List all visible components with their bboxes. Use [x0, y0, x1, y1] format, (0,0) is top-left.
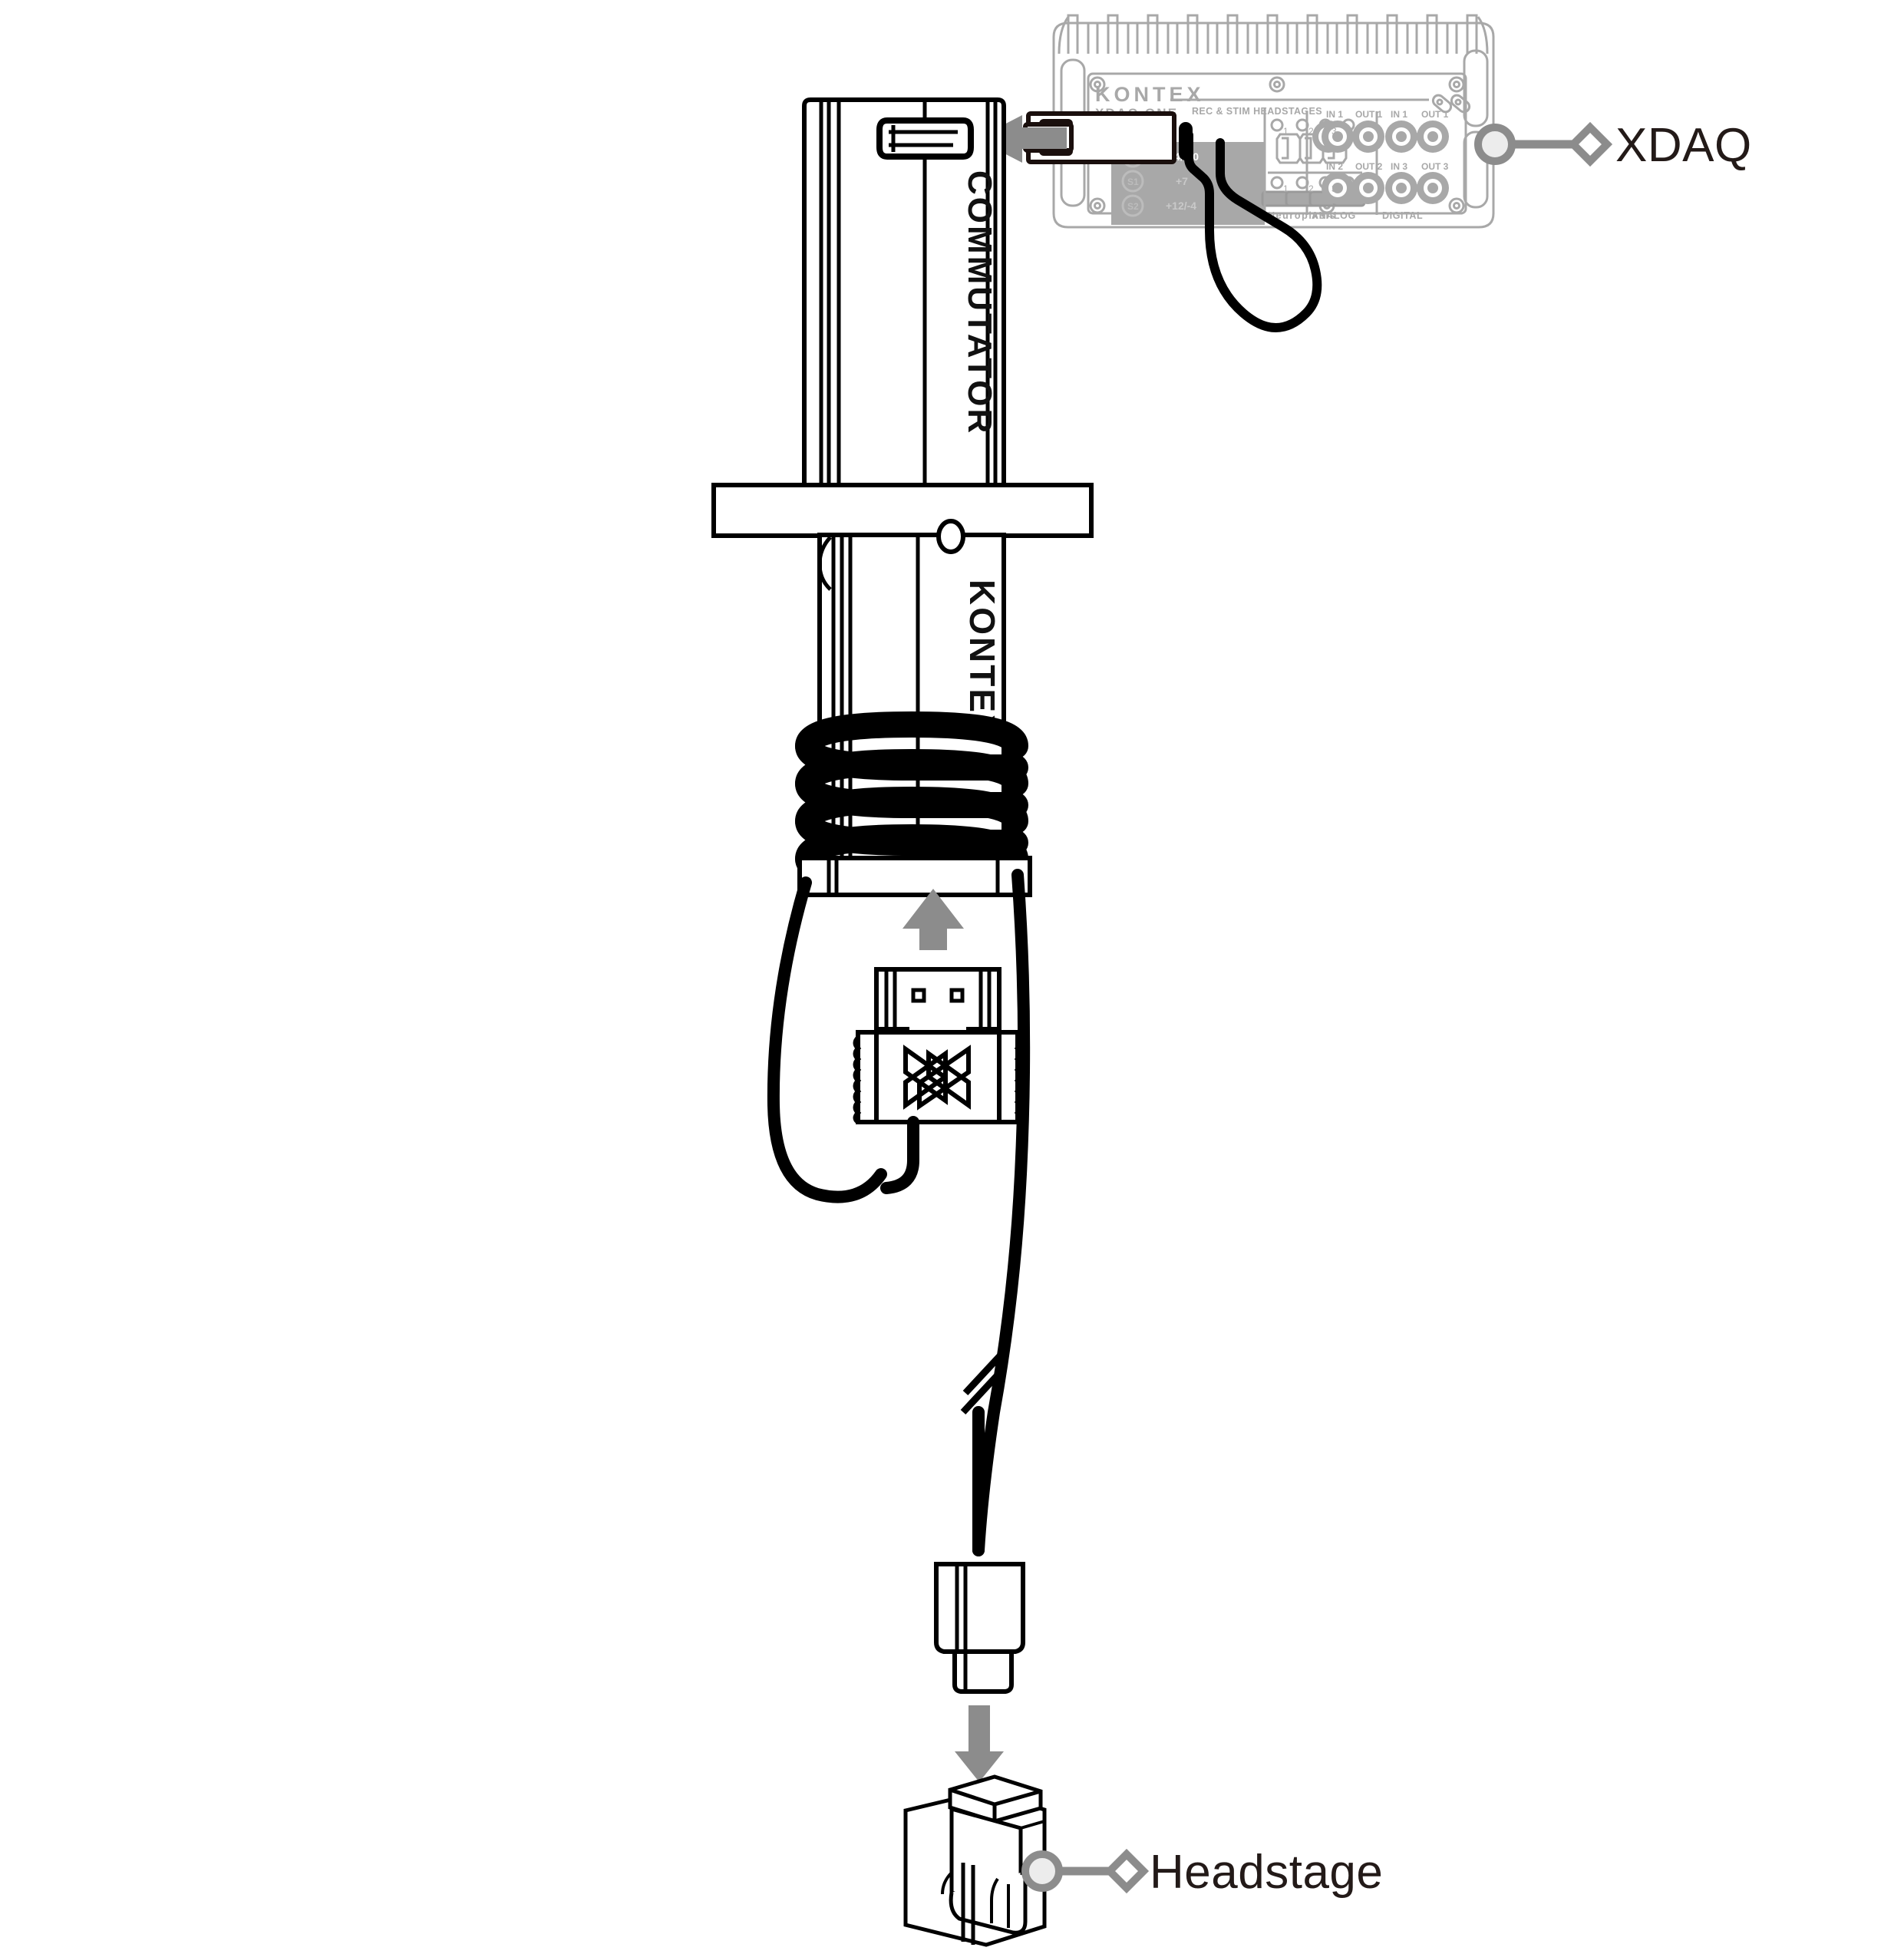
xdaq-headstage-port-4: 4 — [1355, 126, 1360, 137]
xdaq-analog-out2: OUT 2 — [1355, 161, 1383, 172]
xdaq-np-port-2: 2 — [1308, 183, 1314, 194]
xdaq-analog-in1: IN 1 — [1326, 109, 1343, 120]
xdaq-analog-bnc-group[interactable] — [1322, 120, 1384, 204]
callout-headstage[interactable]: Headstage — [1021, 1846, 1383, 1899]
xdaq-analog-in2: IN 2 — [1326, 161, 1343, 172]
xdaq-brand-label: KONTEX — [1095, 83, 1205, 106]
xdaq-power-row-1-tag: S1 — [1127, 177, 1139, 187]
callout-xdaq-anchor-dot — [1474, 124, 1516, 165]
callout-xdaq[interactable]: XDAQ — [1474, 119, 1752, 172]
commutator-upper-body[interactable] — [802, 97, 1006, 490]
usb-c-port-icon[interactable] — [876, 117, 974, 160]
headstage-insert-arrow — [955, 1705, 1004, 1782]
hdmi-plug-tongue-lines — [884, 971, 992, 1029]
callout-xdaq-diamond — [1567, 121, 1613, 167]
xdaq-np-port-3: 3 — [1331, 183, 1337, 194]
xdaq-analog-out1: OUT 1 — [1355, 109, 1383, 120]
xdaq-headstage-port-1: 1 — [1283, 126, 1289, 137]
cable-end-connector[interactable] — [934, 1562, 1025, 1654]
xdaq-right-ear-bottom — [1463, 130, 1489, 209]
xdaq-neuropixels-label: Neuropixels — [1268, 210, 1336, 221]
headstage-device[interactable] — [903, 1774, 1047, 1947]
xdaq-digital-connectors[interactable] — [1385, 120, 1449, 204]
xdaq-power-row-1-value: +7 — [1176, 175, 1188, 187]
xdaq-cable — [1184, 130, 1322, 332]
cable-break-marks — [960, 1347, 1008, 1415]
hdmi-plug-grip-ribs — [853, 1035, 1023, 1124]
xdaq-digital-in1: IN 1 — [1391, 109, 1407, 120]
usb-insert-arrow-shaft — [1021, 127, 1067, 149]
callout-xdaq-label: XDAQ — [1615, 119, 1752, 172]
xdaq-power-row-2-value: +12/-4 — [1166, 200, 1196, 212]
xdaq-power-row-2-tag: S2 — [1127, 201, 1139, 212]
xdaq-link-icons — [1431, 94, 1471, 114]
cable-end-connector-tip — [952, 1649, 1014, 1694]
xdaq-digital-out3: OUT 3 — [1421, 161, 1449, 172]
callout-headstage-diamond — [1104, 1848, 1150, 1894]
xdaq-analog-label: ANALOG — [1312, 210, 1356, 221]
xdaq-headstage-port-2: 2 — [1308, 126, 1314, 137]
headstage-device-details — [941, 1809, 1045, 1928]
xdaq-chassis-outline — [1052, 21, 1495, 229]
hdmi-plug-body[interactable] — [856, 1030, 1020, 1124]
xdaq-right-ear-top — [1463, 49, 1489, 127]
xdaq-digital-in3: IN 3 — [1391, 161, 1407, 172]
xdaq-headstage-port-3: 3 — [1331, 126, 1337, 137]
xdaq-np-port-4: 4 — [1355, 183, 1360, 194]
commutator-upper-edges — [819, 101, 998, 487]
commutator-base-plate — [797, 856, 1032, 897]
xdaq-heatsink-icon — [1058, 14, 1489, 54]
usb-c-port-inner — [889, 125, 958, 152]
xdaq-np-port-1: 1 — [1283, 183, 1289, 194]
callout-headstage-label: Headstage — [1150, 1846, 1383, 1899]
xdaq-rec-stim-label: REC & STIM HEADSTAGES — [1192, 106, 1322, 117]
hdmi-insert-arrow-shape — [903, 889, 964, 950]
xdaq-digital-label: DIGITAL — [1382, 210, 1423, 221]
commutator-brand-label: KONTEX — [962, 579, 1002, 741]
hdmi-short-cable — [880, 1116, 919, 1194]
cable-end-connector-lines — [955, 1566, 968, 1650]
commutator-top-flange — [711, 483, 1094, 538]
cable-right-leg — [972, 869, 1031, 1556]
xdaq-device[interactable] — [1052, 14, 1495, 229]
kontex-x-logo — [903, 1045, 971, 1111]
status-led-icon — [936, 519, 965, 554]
xdaq-digital-out1: OUT 1 — [1421, 109, 1449, 120]
commutator-base-plate-edges — [827, 860, 1000, 893]
callout-headstage-anchor-dot — [1021, 1850, 1063, 1892]
cable-left-leg — [767, 876, 887, 1203]
commutator-body-label: COMMUTATOR — [961, 170, 998, 435]
